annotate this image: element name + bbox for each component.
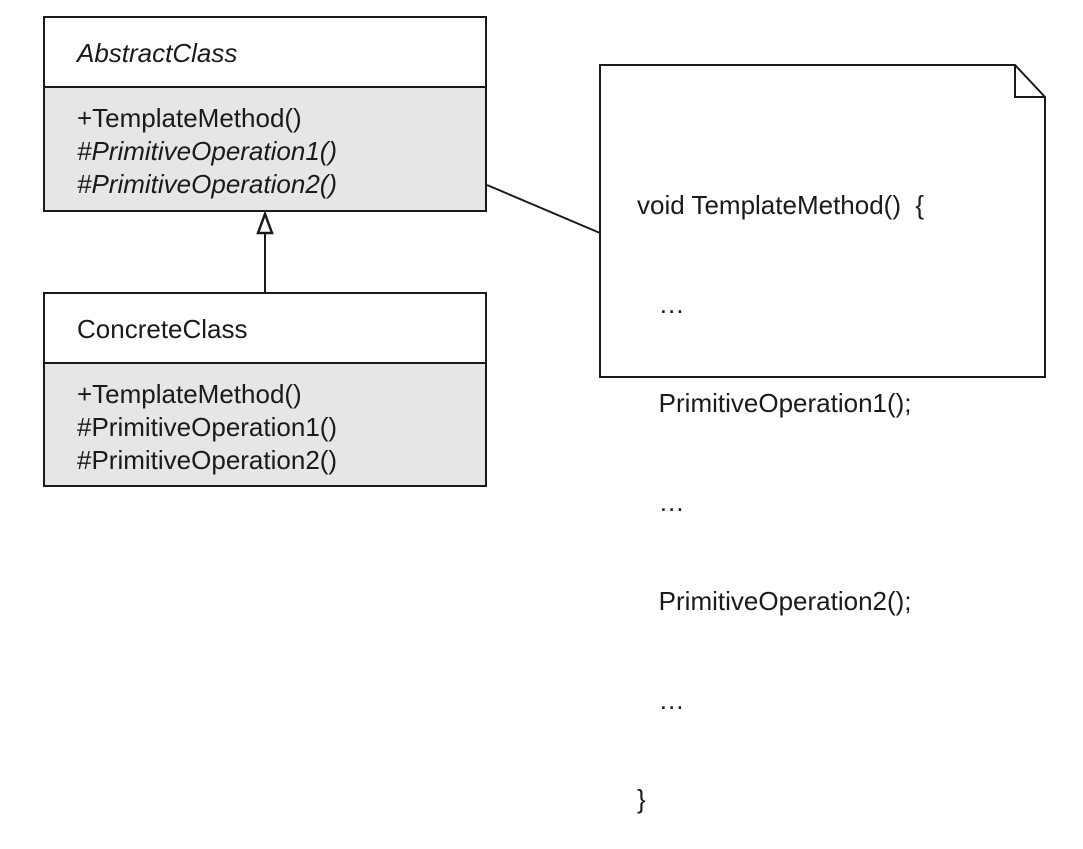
note-line-ellipsis-1: … bbox=[637, 289, 685, 319]
abstract-class-operations: +TemplateMethod() #PrimitiveOperation1()… bbox=[45, 88, 485, 210]
note-line-call-2: PrimitiveOperation2(); bbox=[637, 586, 912, 616]
abstract-op-primitive-operation-1: #PrimitiveOperation1() bbox=[77, 136, 338, 166]
note-attachment-line bbox=[486, 184, 601, 234]
concrete-class-name: ConcreteClass bbox=[45, 294, 485, 364]
note-code: void TemplateMethod() { … PrimitiveOpera… bbox=[637, 123, 924, 849]
note-box bbox=[599, 64, 1046, 378]
note-line-signature: void TemplateMethod() { bbox=[637, 190, 925, 220]
abstract-op-primitive-operation-2: #PrimitiveOperation2() bbox=[77, 169, 338, 199]
abstract-class-box: AbstractClass +TemplateMethod() #Primiti… bbox=[43, 16, 487, 212]
inheritance-arrowhead bbox=[256, 210, 274, 235]
concrete-op-template-method: +TemplateMethod() bbox=[77, 379, 302, 409]
note-line-ellipsis-3: … bbox=[637, 685, 685, 715]
abstract-class-name: AbstractClass bbox=[45, 18, 485, 88]
note-folded-corner bbox=[1014, 65, 1045, 98]
concrete-class-operations: +TemplateMethod() #PrimitiveOperation1()… bbox=[45, 364, 485, 485]
note-line-ellipsis-2: … bbox=[637, 487, 685, 517]
diagram-connectors bbox=[256, 64, 1046, 378]
concrete-op-primitive-operation-2: #PrimitiveOperation2() bbox=[77, 445, 338, 475]
concrete-class-box: ConcreteClass +TemplateMethod() #Primiti… bbox=[43, 292, 487, 487]
note-line-closing-brace: } bbox=[637, 784, 646, 814]
note-line-call-1: PrimitiveOperation1(); bbox=[637, 388, 912, 418]
concrete-op-primitive-operation-1: #PrimitiveOperation1() bbox=[77, 412, 338, 442]
abstract-op-template-method: +TemplateMethod() bbox=[77, 103, 302, 133]
